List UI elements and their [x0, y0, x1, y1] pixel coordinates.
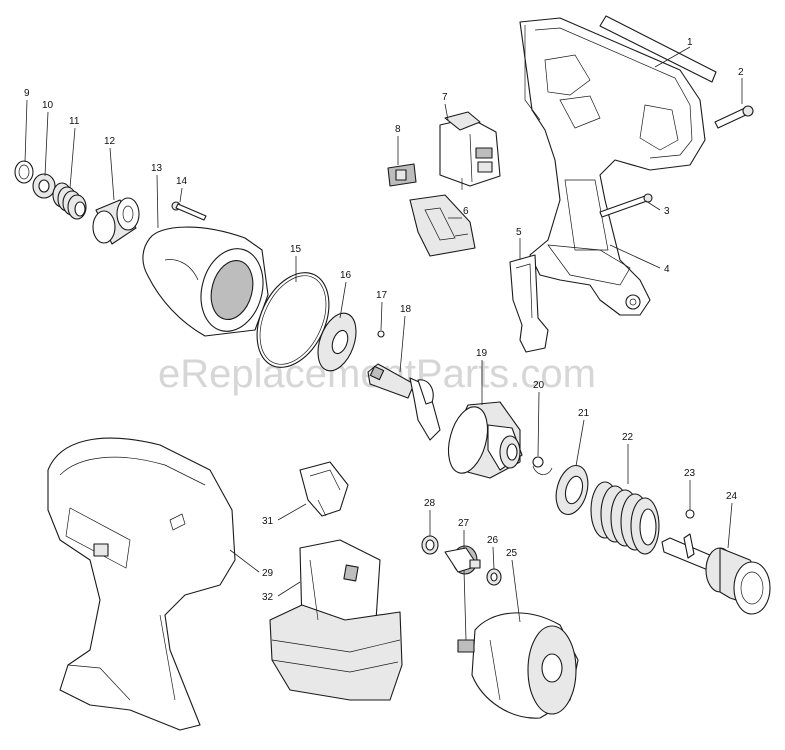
callout-32: 32: [262, 592, 274, 603]
part-spring-11: [52, 182, 87, 220]
part-sleeve-12: [92, 197, 140, 245]
part-knob-8: [387, 163, 417, 187]
part-clip-5: [509, 254, 549, 353]
part-housing-left-29: [47, 437, 236, 731]
part-hammer-19: [447, 401, 523, 479]
callout-23: 23: [684, 468, 696, 479]
callout-18: 18: [400, 304, 412, 315]
callout-3: 3: [664, 206, 670, 217]
part-spring-22: [590, 481, 660, 555]
callout-28: 28: [424, 498, 436, 509]
part-screw-14: [171, 201, 207, 221]
callout-labels: 1 2 3 4 5 6 7 8 9 10 11 12 13 14 15 16 1…: [24, 37, 744, 603]
part-screw-3: [599, 193, 653, 218]
callout-25: 25: [506, 548, 518, 559]
part-screw-2: [714, 105, 754, 129]
callout-12: 12: [104, 136, 116, 147]
part-terminal-31: [299, 461, 349, 517]
callout-29: 29: [262, 568, 274, 579]
callout-8: 8: [395, 124, 401, 135]
part-bushing-28: [421, 535, 439, 555]
part-housing-right: [519, 17, 706, 316]
callout-10: 10: [42, 100, 54, 111]
part-bracket-6: [409, 194, 476, 257]
part-ball-20: [532, 456, 553, 475]
callout-5: 5: [516, 227, 522, 238]
part-spindle-24: [661, 533, 771, 615]
part-switch-7: [439, 111, 501, 190]
callout-24: 24: [726, 491, 738, 502]
callout-21: 21: [578, 408, 590, 419]
callout-11: 11: [69, 116, 80, 127]
part-washer-21: [555, 464, 589, 516]
part-ball-23: [685, 509, 695, 519]
callout-4: 4: [664, 264, 670, 275]
part-circlip-9: [14, 160, 34, 184]
callout-2: 2: [738, 67, 744, 78]
part-anvil-18: [367, 363, 441, 441]
callout-15: 15: [290, 244, 302, 255]
part-oring-15: [256, 272, 330, 368]
callout-14: 14: [176, 176, 188, 187]
part-battery-32: [269, 539, 403, 701]
callout-22: 22: [622, 432, 634, 443]
part-motor-25: [457, 612, 579, 719]
callout-1: 1: [687, 37, 693, 48]
part-ball-17: [377, 330, 385, 338]
callout-7: 7: [442, 92, 448, 103]
part-nose-cone-13: [142, 226, 269, 337]
part-washer-16: [317, 312, 357, 372]
callout-27: 27: [458, 518, 470, 529]
callout-20: 20: [533, 380, 545, 391]
callout-26: 26: [487, 535, 499, 546]
callout-17: 17: [376, 290, 388, 301]
part-gear-27: [444, 545, 481, 575]
callout-13: 13: [151, 163, 163, 174]
leader-lines: [24, 46, 743, 641]
callout-19: 19: [476, 348, 488, 359]
callout-6: 6: [463, 206, 469, 217]
part-nut-26: [486, 568, 502, 586]
callout-16: 16: [340, 270, 352, 281]
callout-31: 31: [262, 516, 274, 527]
part-washer-10: [32, 173, 56, 199]
callout-9: 9: [24, 88, 30, 99]
